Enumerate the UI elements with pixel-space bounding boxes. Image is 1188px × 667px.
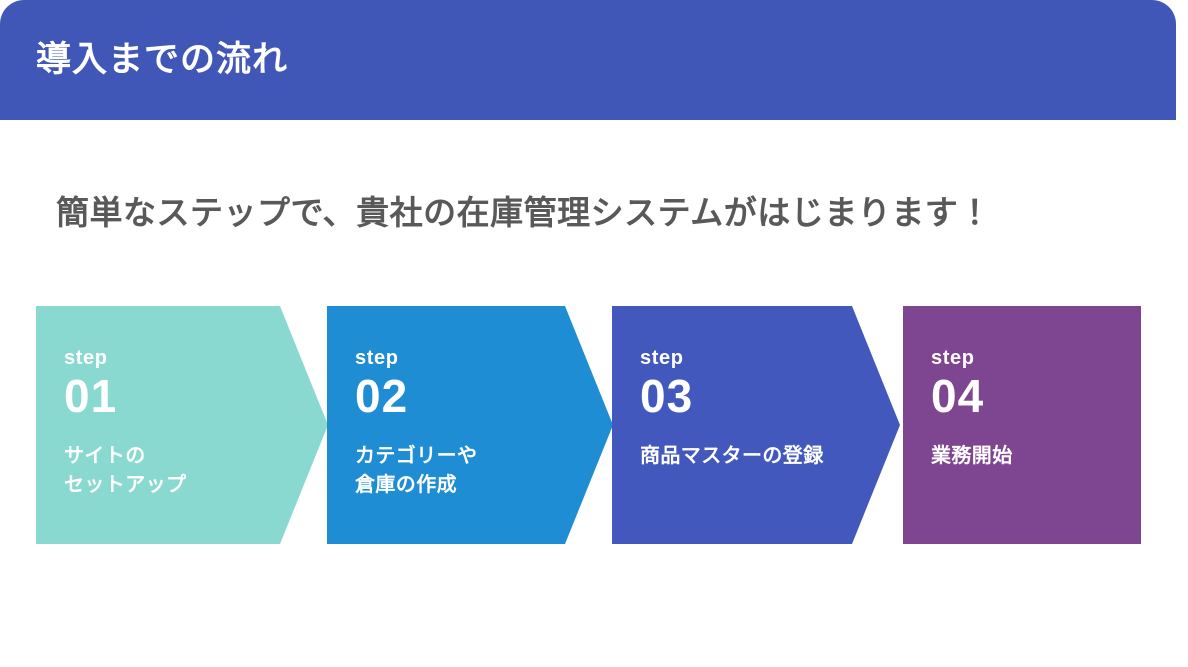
step-label: step xyxy=(355,347,399,369)
step-item-04: step 04 業務開始 xyxy=(903,306,1141,544)
step-label: step xyxy=(931,347,975,369)
subtitle-text: 簡単なステップで、貴社の在庫管理システムがはじまります！ xyxy=(56,194,992,231)
page-title: 導入までの流れ xyxy=(36,39,289,79)
step-description: カテゴリーや 倉庫の作成 xyxy=(355,445,478,497)
header-band: 導入までの流れ xyxy=(0,0,1176,120)
step-item-01: step 01 サイトの セットアップ xyxy=(36,306,328,544)
step-number: 02 xyxy=(355,370,409,422)
steps-flow: step 01 サイトの セットアップ step 02 カテゴリーや 倉庫の作成… xyxy=(36,306,1141,544)
step-description: 業務開始 xyxy=(931,445,1013,468)
step-description: サイトの セットアップ xyxy=(64,445,187,497)
step-description: 商品マスターの登録 xyxy=(640,445,824,468)
step-label: step xyxy=(64,347,108,369)
step-label: step xyxy=(640,347,684,369)
step-number: 04 xyxy=(931,370,985,422)
step-number: 03 xyxy=(640,370,694,422)
step-item-03: step 03 商品マスターの登録 xyxy=(612,306,900,544)
step-number: 01 xyxy=(64,370,118,422)
step-item-02: step 02 カテゴリーや 倉庫の作成 xyxy=(327,306,613,544)
